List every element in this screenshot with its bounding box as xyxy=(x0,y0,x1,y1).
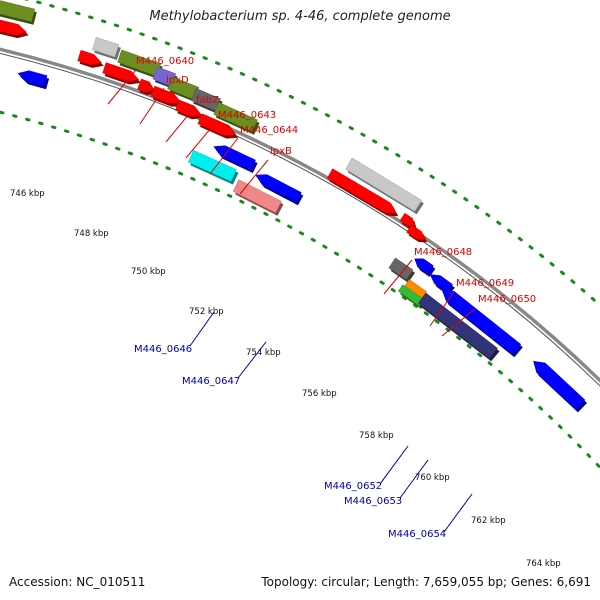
tick-label: 758 kbp xyxy=(359,431,394,441)
cds-forward-b xyxy=(77,49,103,66)
label-M446_0652-leader xyxy=(379,445,409,485)
label-M446_0647: M446_0647 xyxy=(182,376,240,387)
gene-block-gray-a xyxy=(91,36,120,58)
label-M446_0640: M446_0640 xyxy=(136,56,194,67)
genome-summary: Topology: circular; Length: 7,659,055 bp… xyxy=(261,575,591,589)
cds-reverse-0651 xyxy=(414,258,434,275)
label-lpxD: lpxD xyxy=(166,75,189,86)
label-M446_0649: M446_0649 xyxy=(456,278,514,289)
tick-label: 750 kbp xyxy=(131,267,166,277)
label-M446_0644: M446_0644 xyxy=(240,125,298,136)
cds-forward-fabZ xyxy=(137,78,154,93)
label-M446_0646-leader xyxy=(189,311,215,347)
label-M446_0653-leader xyxy=(399,459,429,499)
gene-block-0646 xyxy=(188,149,237,182)
cds-reverse-d xyxy=(533,360,586,410)
label-lpxD-leader xyxy=(139,87,165,125)
tick-label: 748 kbp xyxy=(74,229,109,239)
cds-reverse-a xyxy=(17,70,48,87)
label-M446_0643-leader xyxy=(185,121,217,159)
label-M446_0640-leader xyxy=(107,69,137,105)
label-M446_0650-leader xyxy=(441,307,477,337)
label-lpxB: lpxB xyxy=(270,146,292,157)
label-fabZ: fabZ xyxy=(196,95,219,106)
label-M446_0654-leader xyxy=(443,493,473,533)
cds-forward-d xyxy=(175,99,203,117)
tick-label: 760 kbp xyxy=(415,473,450,483)
tick-label: 764 kbp xyxy=(526,559,561,569)
label-M446_0644-leader xyxy=(209,137,239,175)
gene-block-0654 xyxy=(417,292,498,359)
label-M446_0650: M446_0650 xyxy=(478,294,536,305)
cds-forward-0650 xyxy=(406,224,426,240)
label-M446_0652: M446_0652 xyxy=(324,481,382,492)
map-title: Methylobacterium sp. 4-46, complete geno… xyxy=(149,9,451,24)
accession-label: Accession: NC_010511 xyxy=(9,575,146,589)
label-M446_0653: M446_0653 xyxy=(344,496,402,507)
cds-forward-a xyxy=(0,19,28,36)
label-M446_0643: M446_0643 xyxy=(218,110,276,121)
tick-label: 754 kbp xyxy=(246,348,281,358)
tick-label: 756 kbp xyxy=(302,389,337,399)
gene-block-lpxB xyxy=(213,102,258,133)
label-fabZ-leader xyxy=(165,107,195,143)
backbone-line-inner xyxy=(0,52,600,387)
gene-block-green xyxy=(397,284,425,307)
backbone-line-outer xyxy=(0,47,600,383)
label-M446_0647-leader xyxy=(237,341,267,379)
gene-block-olive-a xyxy=(0,0,36,23)
label-M446_0649-leader xyxy=(429,291,455,327)
gc-track-outer xyxy=(23,0,600,308)
label-M446_0654: M446_0654 xyxy=(388,529,446,540)
cds-forward-0649 xyxy=(399,212,415,226)
gene-block-0648 xyxy=(345,157,423,212)
cds-reverse-0653 xyxy=(441,290,522,355)
label-M446_0648: M446_0648 xyxy=(414,247,472,258)
gc-track-inner xyxy=(0,110,600,470)
label-M446_0646: M446_0646 xyxy=(134,344,192,355)
label-M446_0648-leader xyxy=(383,259,413,295)
cds-reverse-b xyxy=(213,145,256,171)
cds-reverse-c xyxy=(429,274,454,294)
label-lpxB-leader xyxy=(239,159,269,195)
cds-forward-0648 xyxy=(326,168,397,214)
cds-reverse-0647 xyxy=(255,174,302,203)
cds-forward-c xyxy=(150,85,182,104)
tick-label: 762 kbp xyxy=(471,516,506,526)
tick-label: 752 kbp xyxy=(189,307,224,317)
tick-label: 746 kbp xyxy=(10,189,45,199)
cds-forward-lpxB xyxy=(197,113,237,136)
